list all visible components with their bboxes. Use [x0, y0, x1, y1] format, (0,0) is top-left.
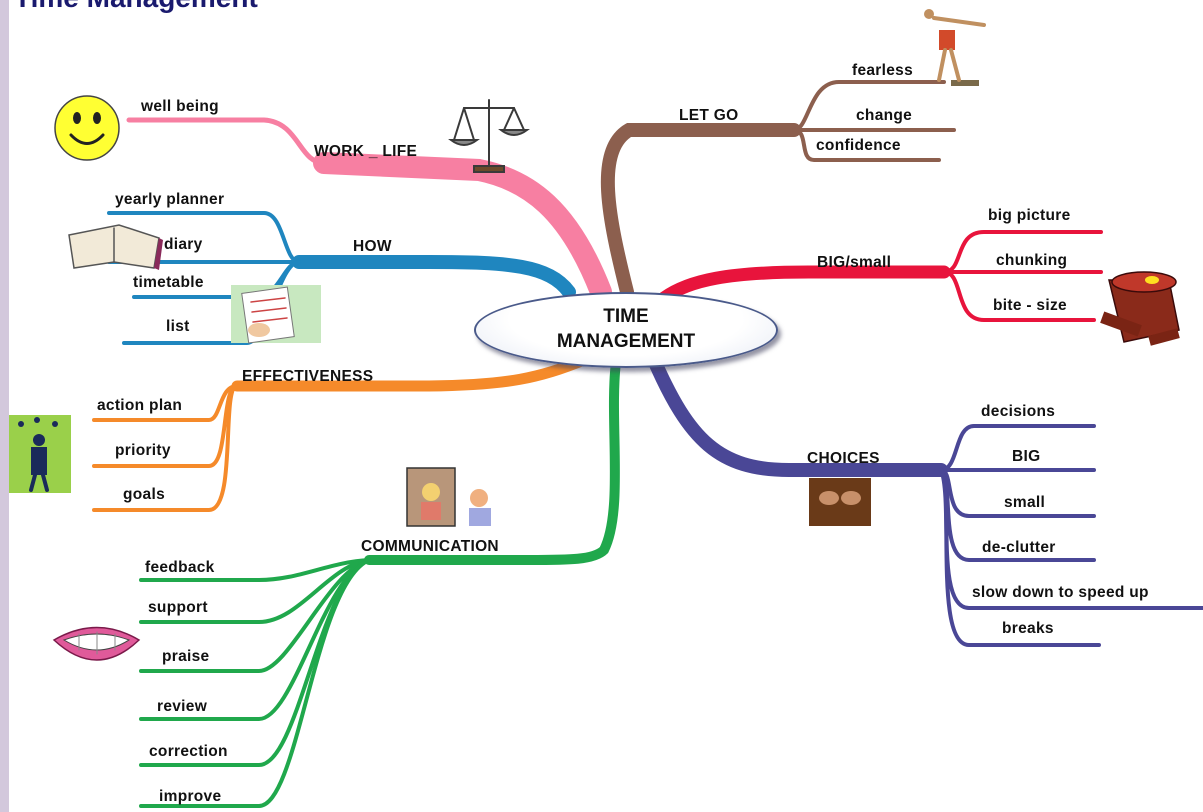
choices-item: de-clutter	[982, 539, 1056, 556]
let-go-item: confidence	[816, 137, 901, 154]
big-small-item: big picture	[988, 207, 1071, 224]
communication-item: praise	[162, 648, 210, 665]
branch-big-small-lines	[657, 230, 1103, 322]
branch-let-go-label: LET GO	[679, 107, 739, 124]
how-item: yearly planner	[115, 191, 225, 208]
communication-item: improve	[159, 788, 222, 805]
slide: Time Management	[9, 0, 1203, 812]
smiling-mouth-icon	[52, 626, 141, 661]
balance-scale-icon	[448, 99, 530, 173]
let-go-item: change	[856, 107, 913, 124]
branch-communication-lines	[139, 357, 621, 808]
effectiveness-item: goals	[123, 486, 165, 503]
slide-title: Time Management	[14, 0, 258, 14]
choices-item: slow down to speed up	[972, 584, 1149, 601]
let-go-item: fearless	[852, 62, 914, 79]
how-item: list	[166, 318, 190, 335]
open-book-icon	[68, 224, 163, 270]
diver-icon	[924, 9, 986, 86]
branch-how-label: HOW	[353, 238, 392, 255]
communication-item: feedback	[145, 559, 215, 576]
handshake-icon	[809, 478, 871, 526]
checklist-icon	[231, 285, 321, 344]
communication-item: correction	[149, 743, 228, 760]
smiley-face-icon	[54, 95, 120, 161]
branch-choices-label: CHOICES	[807, 450, 880, 467]
central-topic-line-1: TIME	[603, 306, 649, 327]
choices-item: breaks	[1002, 620, 1054, 637]
big-small-item: chunking	[996, 252, 1068, 269]
choices-item: small	[1004, 494, 1046, 511]
branch-communication-label: COMMUNICATION	[361, 538, 499, 555]
teacher-and-student-icon	[406, 467, 491, 527]
effectiveness-item: action plan	[97, 397, 183, 414]
branch-choices-lines	[647, 353, 1203, 647]
juggler-icon	[9, 415, 71, 493]
branch-let-go-lines	[600, 80, 956, 299]
big-small-item: bite - size	[993, 297, 1067, 314]
central-topic: TIME MANAGEMENT	[474, 292, 778, 368]
choices-item: BIG	[1012, 448, 1041, 465]
work-life-item: well being	[141, 98, 219, 115]
branch-effectiveness-lines	[92, 354, 590, 512]
how-item: diary	[164, 236, 203, 253]
branch-big-small-label: BIG/small	[817, 254, 892, 271]
effectiveness-item: priority	[115, 442, 171, 459]
central-topic-line-2: MANAGEMENT	[556, 331, 696, 352]
cake-icon	[1100, 271, 1180, 346]
choices-item: decisions	[981, 403, 1056, 420]
communication-item: review	[157, 698, 208, 715]
how-item: timetable	[133, 274, 204, 291]
branch-work-life-label: WORK _ LIFE	[314, 143, 418, 160]
communication-item: support	[148, 599, 208, 616]
mind-map	[9, 9, 1203, 808]
branch-effectiveness-label: EFFECTIVENESS	[242, 368, 374, 385]
